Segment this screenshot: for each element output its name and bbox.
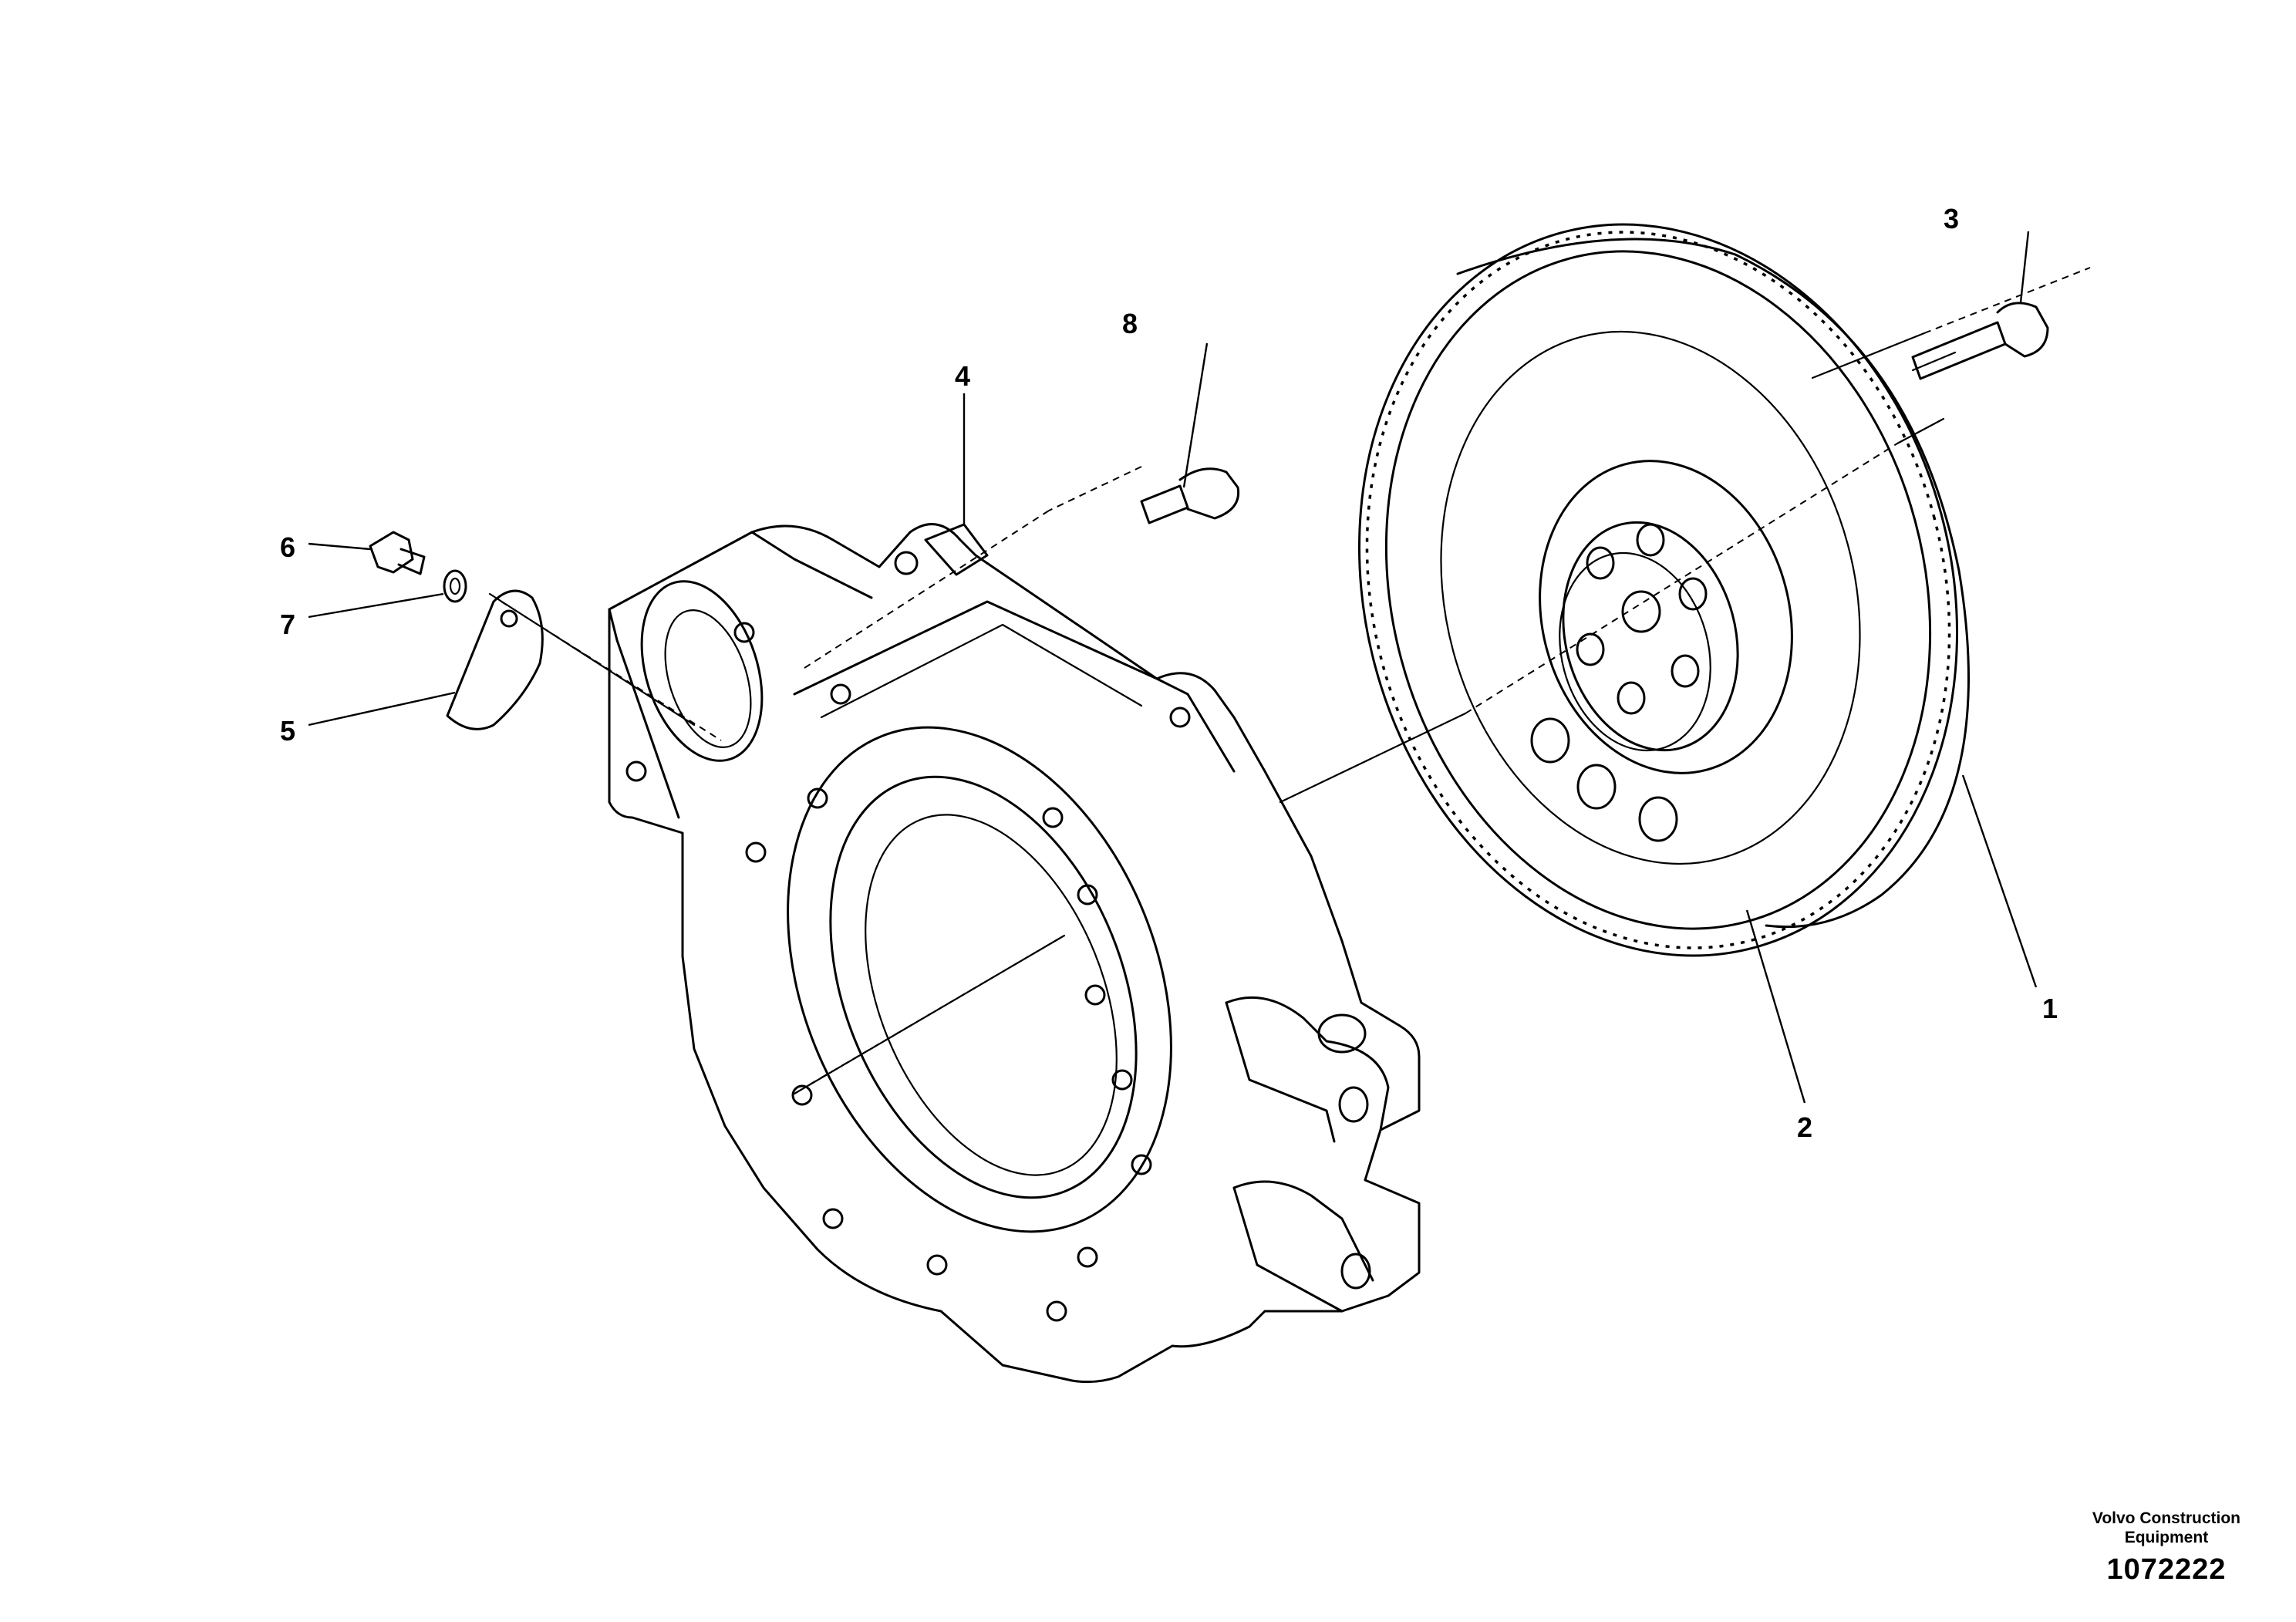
drawing-number: 1072222 [2106, 1553, 2227, 1586]
cover-plate [446, 589, 544, 730]
callout-label-1: 1 [2042, 993, 2058, 1024]
callout-label-8: 8 [1122, 308, 1138, 339]
callout-label-4: 4 [955, 360, 970, 392]
flywheel-with-ring-gear [1357, 223, 1970, 957]
company-name-line2: Equipment [2124, 1529, 2209, 1546]
callout-label-2: 2 [1797, 1111, 1812, 1143]
callout-label-3: 3 [1944, 203, 1959, 234]
drawing-footer: Volvo Construction Equipment 1072222 [2092, 1509, 2240, 1587]
callout-label-7: 7 [280, 609, 295, 640]
assembly-axis-lines [488, 267, 2091, 1095]
flywheel-screw [1911, 302, 2049, 380]
callout-leaders [308, 231, 2038, 1104]
callout-labels: 1 2 3 4 5 6 7 8 [280, 203, 2058, 1143]
flywheel-housing [608, 523, 1421, 1384]
plug-screw [1140, 467, 1240, 524]
callout-label-5: 5 [280, 715, 295, 747]
company-name-line1: Volvo Construction [2092, 1509, 2240, 1527]
callout-label-6: 6 [280, 531, 295, 563]
cover-screw-and-washer [369, 531, 467, 603]
